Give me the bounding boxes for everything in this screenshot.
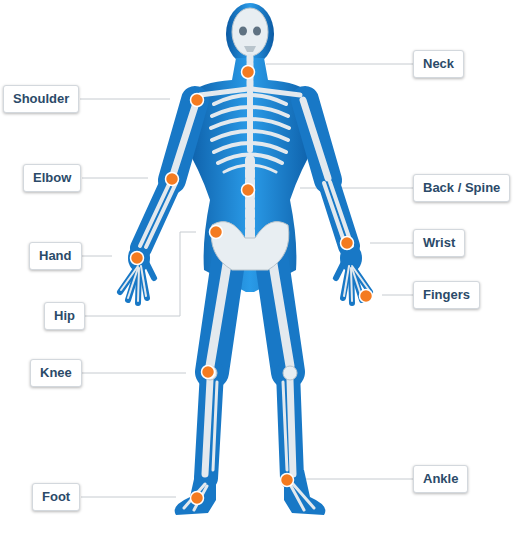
label-text: Foot: [42, 489, 70, 505]
leader-line: [382, 295, 413, 296]
label-text: Hand: [39, 248, 72, 264]
label-text: Shoulder: [13, 91, 69, 107]
label-box: Fingers: [413, 281, 480, 309]
label-box: Wrist: [413, 229, 465, 257]
foot-bone: [184, 484, 205, 508]
foot-bone: [291, 486, 304, 510]
fibula: [213, 382, 217, 470]
finger-bone: [344, 266, 349, 296]
label-box: Hand: [29, 242, 82, 270]
shin: [288, 372, 292, 478]
leader-line: [82, 373, 186, 374]
leader-line: [370, 243, 413, 244]
jaw: [244, 46, 256, 52]
foot: [175, 470, 216, 515]
finger: [351, 268, 352, 303]
label-text: Wrist: [423, 235, 455, 251]
leader-line: [266, 64, 413, 65]
label-text: Back / Spine: [423, 180, 500, 196]
limbs: [120, 100, 370, 478]
leader-line: [80, 99, 170, 100]
label-box: Hip: [44, 302, 85, 330]
eye-socket: [253, 27, 261, 36]
joint-dot: [242, 184, 255, 197]
label-box: Shoulder: [3, 85, 79, 113]
label-text: Elbow: [33, 170, 71, 186]
torso: [182, 58, 318, 292]
joint-dot: [131, 252, 144, 265]
femur: [272, 258, 290, 366]
forearm: [141, 180, 172, 248]
femur: [210, 258, 228, 366]
joint-dot: [191, 94, 204, 107]
joint-dot: [281, 474, 294, 487]
finger-bone: [128, 268, 138, 298]
fibula: [283, 382, 287, 470]
finger: [343, 266, 349, 298]
sternum: [247, 92, 253, 150]
label-text: Fingers: [423, 287, 470, 303]
joint-dots: [131, 66, 373, 505]
label-box: Back / Spine: [413, 174, 510, 202]
leader-line: [82, 178, 148, 179]
label-text: Ankle: [423, 471, 458, 487]
kneecap: [283, 366, 297, 380]
finger-bone: [351, 268, 352, 301]
tibia: [290, 380, 293, 474]
humerus: [172, 100, 197, 178]
ulna: [146, 183, 176, 247]
joint-dot: [242, 66, 255, 79]
radius: [140, 182, 170, 246]
tibia: [205, 380, 210, 474]
joint-dot: [191, 492, 204, 505]
label-box: Neck: [413, 50, 464, 78]
shin: [206, 372, 212, 478]
lumbar-spine: [245, 160, 255, 240]
leader-line: [81, 497, 176, 498]
body-silhouette: [120, 3, 370, 515]
pelvis: [211, 222, 289, 270]
joint-dot: [202, 366, 215, 379]
label-text: Neck: [423, 56, 454, 72]
joint-dot: [341, 237, 354, 250]
joint-dot: [210, 226, 223, 239]
humerus: [303, 100, 328, 178]
label-text: Knee: [40, 365, 72, 381]
label-box: Ankle: [413, 465, 468, 493]
finger-bone: [141, 266, 146, 296]
bones: [121, 57, 369, 510]
joint-dot: [360, 290, 373, 303]
label-text: Hip: [54, 308, 75, 324]
label-box: Elbow: [23, 164, 81, 192]
finger: [141, 266, 147, 298]
finger: [138, 268, 139, 303]
leader-line: [306, 479, 413, 480]
label-box: Knee: [30, 359, 82, 387]
label-box: Foot: [32, 483, 80, 511]
skull: [232, 8, 268, 56]
eye-socket: [239, 27, 247, 36]
finger-bone: [138, 268, 139, 301]
joint-dot: [166, 173, 179, 186]
leader-line: [82, 256, 112, 257]
skeleton: [121, 8, 369, 510]
